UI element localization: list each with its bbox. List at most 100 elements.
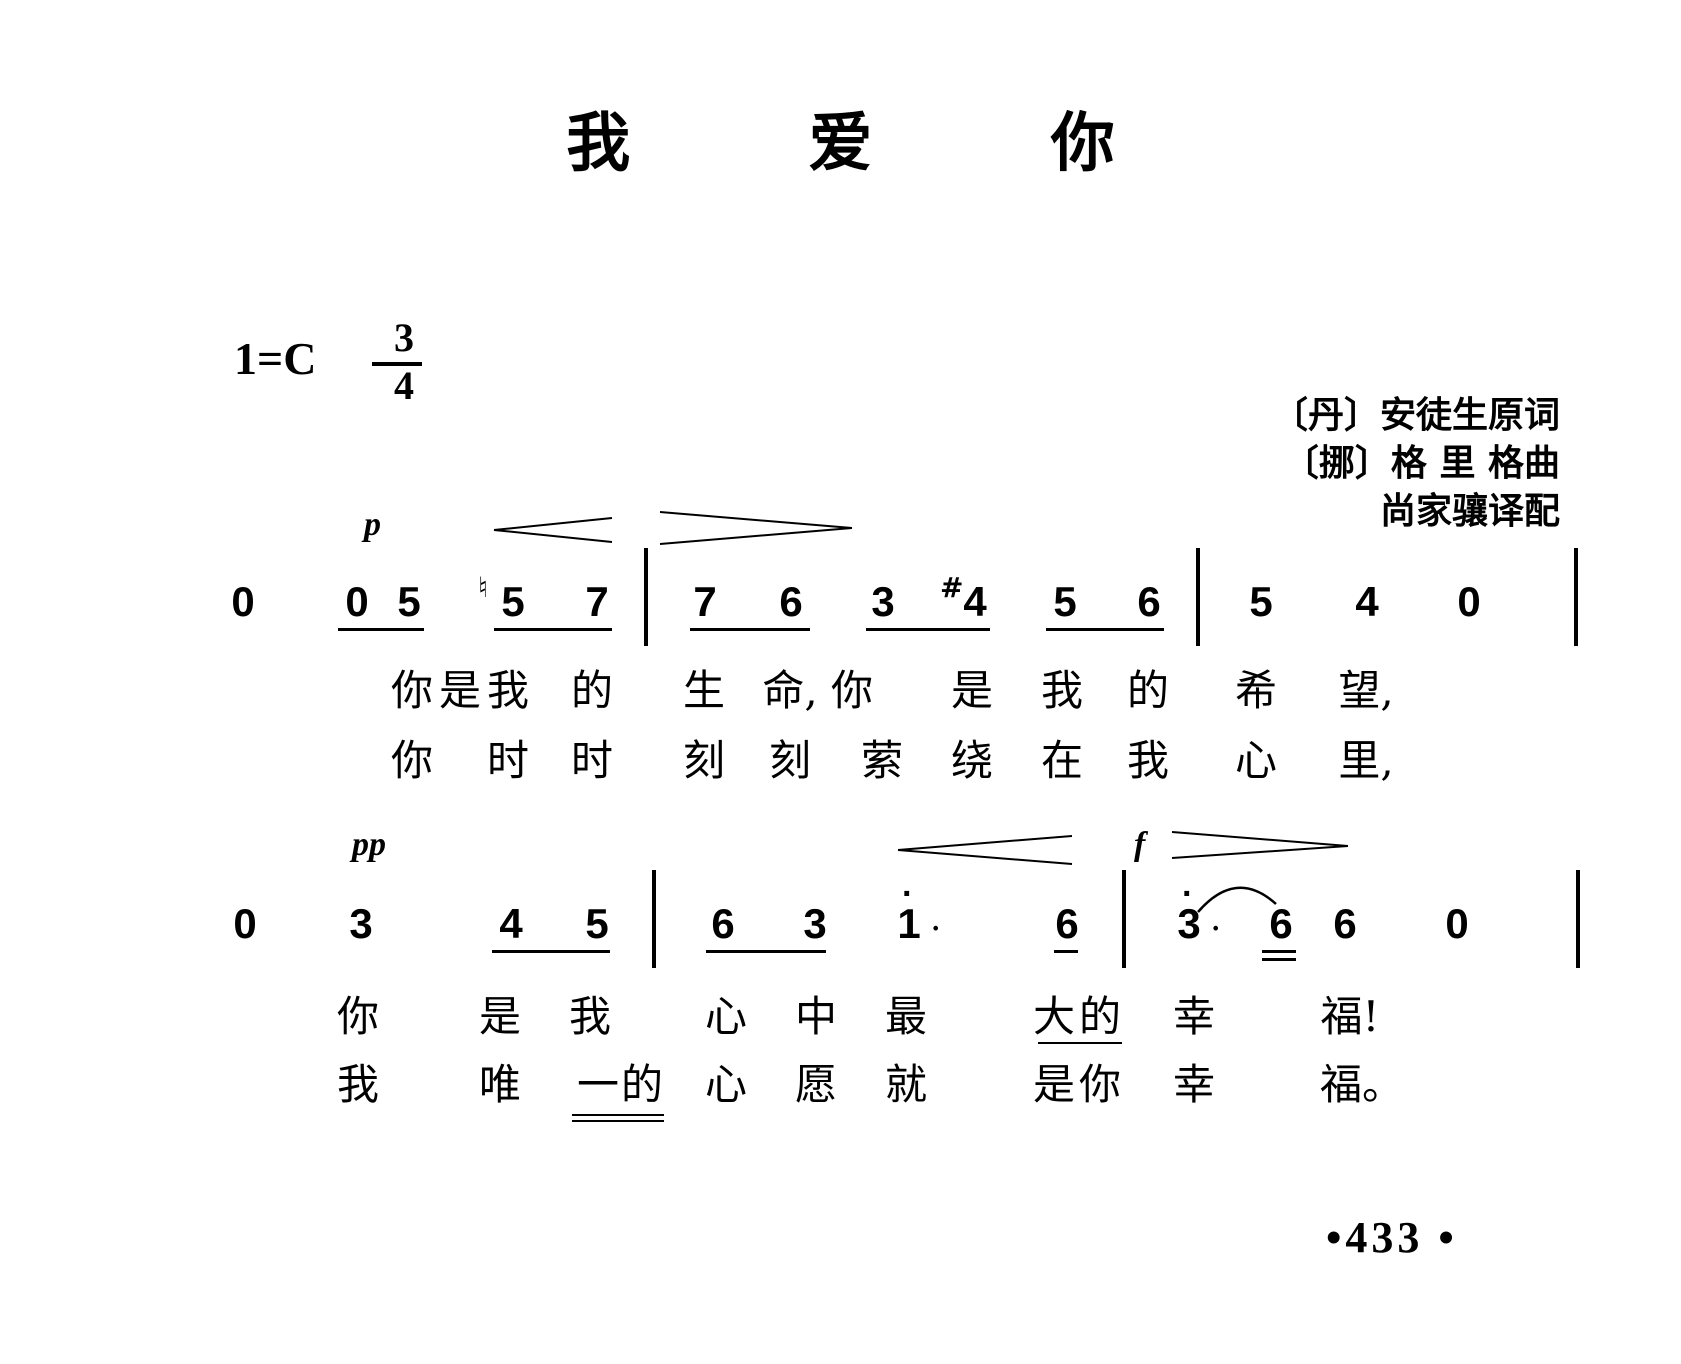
- lyric-char: 唯: [478, 1060, 521, 1109]
- decrescendo-hairpin-2: [1171, 831, 1349, 859]
- eighth-beam: [706, 950, 826, 953]
- lyric-char: 里,: [1338, 736, 1394, 785]
- lyric-char: 望,: [1338, 666, 1394, 715]
- lyric-char: 时: [570, 736, 613, 785]
- lyric-char: 最: [884, 992, 927, 1041]
- lyric-char: 心: [704, 992, 747, 1041]
- slur-underline: [572, 1114, 664, 1116]
- sharp-accidental: #: [940, 571, 964, 604]
- natural-accidental: ♮: [478, 571, 489, 604]
- note: 4: [1355, 578, 1379, 625]
- lyric-char: 一: [576, 1060, 619, 1109]
- lyric-char: 中: [794, 992, 837, 1041]
- note: 6: [779, 578, 803, 625]
- lyricist-credit: 〔丹〕安徒生原词: [1271, 394, 1560, 436]
- lyric-char: 希: [1234, 666, 1277, 715]
- augmentation-dot: ·: [930, 909, 942, 950]
- lyric-char: 你: [390, 736, 433, 785]
- lyric-char: 刻: [768, 736, 811, 785]
- note: 6: [1137, 578, 1161, 625]
- lyric-char: 你: [336, 992, 379, 1041]
- lyric-char: 是: [950, 666, 993, 715]
- lyric-char: 在: [1040, 736, 1083, 785]
- note: 6: [711, 900, 735, 947]
- lyric-char: 生: [682, 666, 725, 715]
- lyric-char: 你: [390, 666, 433, 715]
- note-low: · 3: [1164, 877, 1214, 948]
- note-sharp: # 4: [940, 571, 1000, 626]
- key-signature: 1=C: [234, 333, 317, 384]
- bar-line: [1196, 548, 1200, 646]
- lyric-char: 福!: [1320, 992, 1380, 1041]
- note: 7: [585, 578, 609, 625]
- note: 5: [1249, 578, 1273, 625]
- bar-line: [1574, 548, 1578, 646]
- lyric-char: 的: [620, 1060, 663, 1109]
- note: 6: [1055, 900, 1079, 947]
- lyric-char: 你: [830, 666, 873, 715]
- note: 3: [349, 900, 373, 947]
- lyric-char: 我: [1126, 736, 1169, 785]
- dynamic-forte: f: [1134, 826, 1146, 863]
- lyric-char: 我: [1040, 666, 1083, 715]
- note-digit: 4: [963, 578, 987, 625]
- octave-dot: ·: [1182, 875, 1194, 913]
- note: 6: [1269, 900, 1293, 947]
- note: 7: [693, 578, 717, 625]
- page-number: •433 •: [1326, 1213, 1458, 1262]
- dynamic-pianissimo: pp: [352, 826, 386, 863]
- octave-dot: ·: [902, 875, 914, 913]
- lyric-char: 愿: [794, 1060, 837, 1109]
- time-signature-numerator: 3: [394, 315, 414, 360]
- note: 6: [1333, 900, 1357, 947]
- lyric-char: 刻: [682, 736, 725, 785]
- lyric-char: 我: [336, 1060, 379, 1109]
- note: 0: [345, 578, 369, 625]
- lyric-char: 幸: [1172, 992, 1215, 1041]
- note-digit: 3: [1177, 900, 1201, 947]
- eighth-beam: [866, 628, 990, 631]
- note: 3: [871, 578, 895, 625]
- decrescendo-hairpin-1: [659, 511, 853, 545]
- eighth-beam: [494, 628, 612, 631]
- note: 0: [1445, 900, 1469, 947]
- bar-line: [1122, 870, 1126, 968]
- note: 4: [499, 900, 523, 947]
- eighth-beam: [690, 628, 810, 631]
- lyric-char: 就: [884, 1060, 927, 1109]
- lyric-char: 幸: [1172, 1060, 1215, 1109]
- lyric-char: 是: [438, 666, 481, 715]
- lyric-char: 的: [570, 666, 613, 715]
- note: 0: [231, 578, 255, 625]
- eighth-beam: [492, 950, 610, 953]
- note-natural: ♮ 5: [478, 571, 538, 626]
- sixteenth-beam: [1262, 958, 1296, 961]
- note: 0: [233, 900, 257, 947]
- bar-line: [1576, 870, 1580, 968]
- lyric-char: 的: [1078, 992, 1121, 1041]
- lyric-char: 你: [1078, 1060, 1121, 1109]
- tie-arc: [1197, 886, 1277, 913]
- lyric-char: 是: [1032, 1060, 1075, 1109]
- lyric-char: 大: [1032, 992, 1075, 1041]
- lyric-char: 时: [486, 736, 529, 785]
- time-signature-line: [372, 362, 422, 366]
- lyric-char: 的: [1126, 666, 1169, 715]
- crescendo-hairpin-2: [897, 835, 1073, 865]
- lyric-char: 是: [478, 992, 521, 1041]
- note: 3: [803, 900, 827, 947]
- lyric-char: 命,: [762, 666, 818, 715]
- note: 5: [585, 900, 609, 947]
- song-title: 我 爱 你: [566, 106, 1193, 181]
- lyric-char: 我: [486, 666, 529, 715]
- slur-underline: [572, 1120, 664, 1122]
- note: 5: [1053, 578, 1077, 625]
- eighth-beam: [1054, 950, 1078, 953]
- time-signature-denominator: 4: [394, 363, 414, 408]
- crescendo-hairpin-1: [493, 517, 613, 543]
- slur-underline: [1038, 1042, 1122, 1044]
- lyric-char: 绕: [950, 736, 993, 785]
- eighth-beam: [338, 628, 424, 631]
